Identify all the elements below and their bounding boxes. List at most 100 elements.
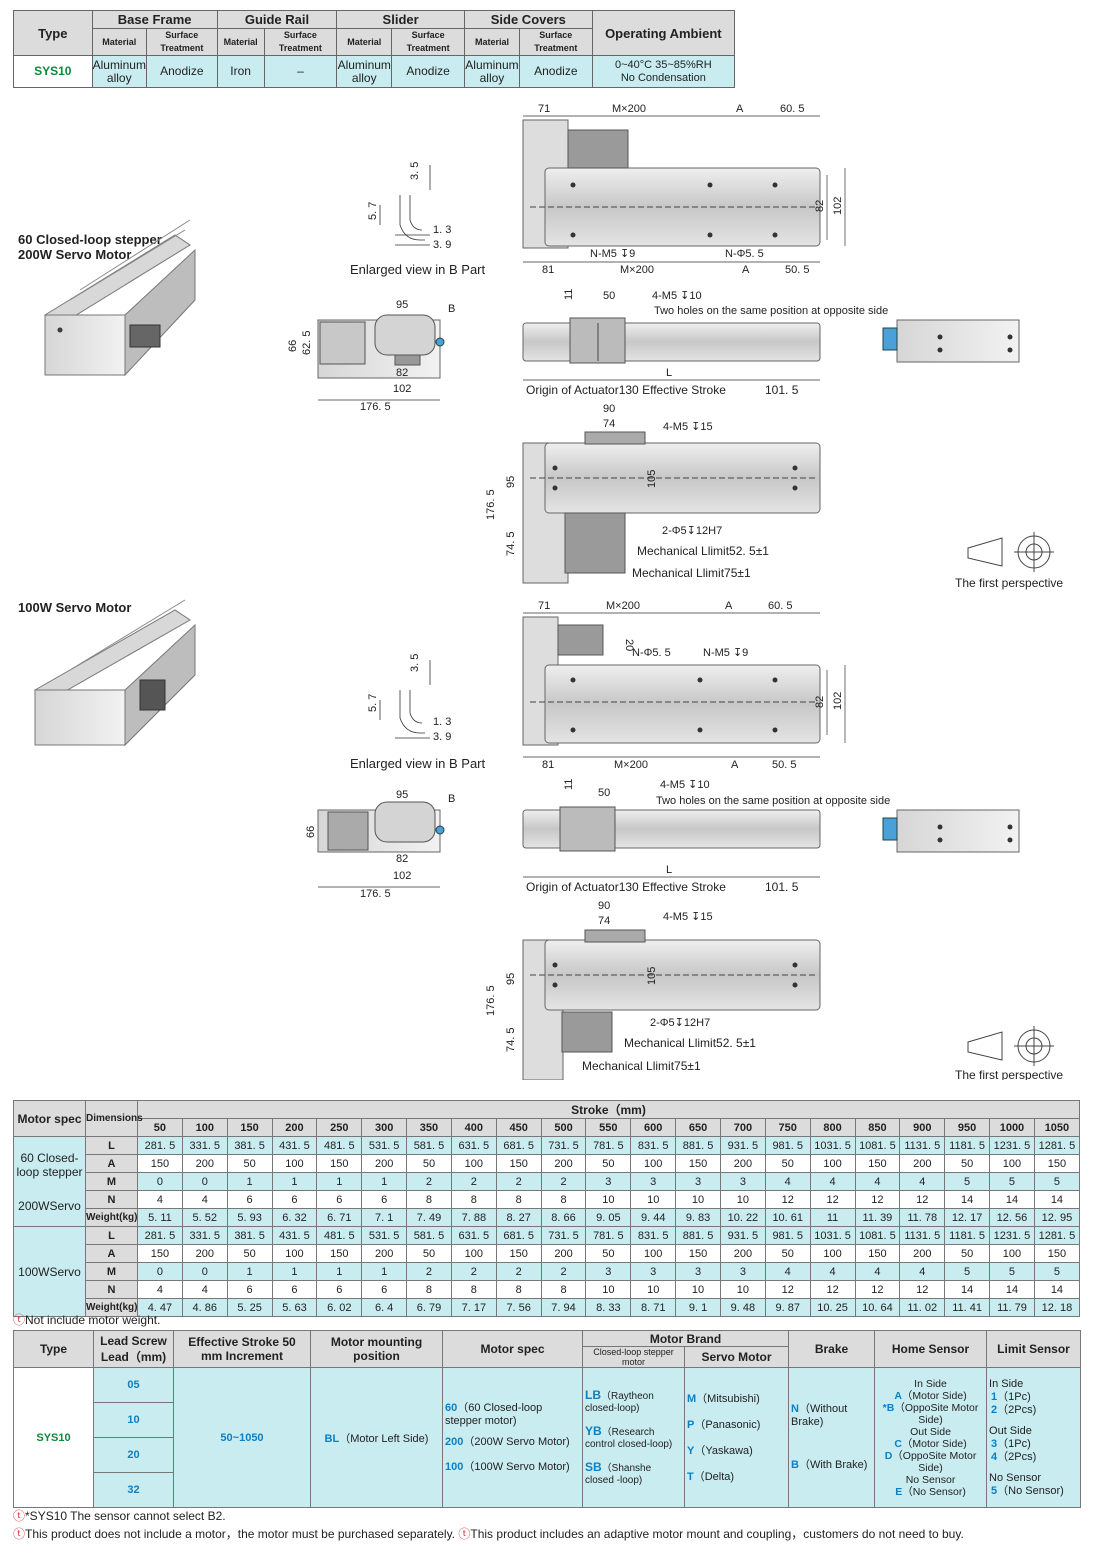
table-cell: 0 xyxy=(181,1262,228,1281)
bottom-view-2 xyxy=(522,929,821,1080)
stroke-col-header: 850 xyxy=(854,1118,901,1137)
limit-no-sensor: No Sensor xyxy=(989,1471,1041,1484)
limit-2-desc: （2Pcs) xyxy=(997,1403,1037,1416)
dim-60-5: 60. 5 xyxy=(780,103,804,115)
row-label: L xyxy=(85,1136,138,1155)
table-cell: 14 xyxy=(989,1280,1035,1299)
brake-n-code: N xyxy=(791,1403,799,1415)
table-cell: 6 xyxy=(271,1280,318,1299)
note-icon: ⓣ xyxy=(13,1313,26,1327)
table-cell: 100 xyxy=(630,1154,677,1173)
table-cell: 2 xyxy=(495,1262,542,1281)
row-label: N xyxy=(85,1280,138,1299)
brake-b-code: B xyxy=(791,1459,799,1471)
table-cell: 50 xyxy=(944,1154,991,1173)
rail-material: Iron xyxy=(216,55,265,88)
table-cell: 1181. 5 xyxy=(944,1226,991,1245)
dim-1-3: 1. 3 xyxy=(433,224,451,236)
table-cell: 12 xyxy=(809,1280,856,1299)
dim-74: 74 xyxy=(603,418,615,430)
table-cell: 11. 78 xyxy=(899,1208,946,1227)
table-cell: 8. 27 xyxy=(495,1208,542,1227)
table-cell: 150 xyxy=(495,1154,542,1173)
m5-15-label-b: 4-M5 ↧15 xyxy=(663,911,713,923)
order-table: Type Lead Screw Lead（mm) Effective Strok… xyxy=(13,1330,1082,1508)
dim-11: 11 xyxy=(563,289,575,300)
table-cell: 381. 5 xyxy=(226,1136,273,1155)
table-cell: 100 xyxy=(450,1244,497,1263)
table-cell: 6 xyxy=(361,1190,408,1209)
spec200-desc: （200W Servo Motor) xyxy=(463,1435,570,1448)
dim-3-9: 3. 9 xyxy=(433,239,451,251)
dim-176-5-vert: 176. 5 xyxy=(485,489,497,520)
limit-5-desc: （No Sensor) xyxy=(997,1484,1064,1497)
table-cell: 1081. 5 xyxy=(854,1226,901,1245)
table-cell: 6. 71 xyxy=(316,1208,363,1227)
sub-surface: Surface Treatment xyxy=(263,28,338,56)
table-cell: 10 xyxy=(719,1190,766,1209)
first-perspective-symbol-2 xyxy=(967,1026,1054,1066)
dim-71-b: 71 xyxy=(538,600,550,612)
table-cell: 781. 5 xyxy=(585,1226,632,1245)
order-spec-header: Motor spec xyxy=(442,1330,583,1368)
m5-15-label: 4-M5 ↧15 xyxy=(663,421,713,433)
table-cell: 8 xyxy=(406,1280,452,1299)
table-cell: 481. 5 xyxy=(316,1226,363,1245)
table-cell: 4 xyxy=(764,1172,811,1191)
table-cell: 11. 79 xyxy=(989,1298,1035,1317)
table-cell: 4 xyxy=(854,1262,901,1281)
stroke-col-header: 300 xyxy=(361,1118,408,1137)
order-type-value: SYS10 xyxy=(13,1367,94,1508)
table-cell: 1 xyxy=(271,1262,318,1281)
dim-60-5-b: 60. 5 xyxy=(768,600,792,612)
p-desc: （Panasonic) xyxy=(694,1418,761,1431)
limit-1-code: 1 xyxy=(991,1390,998,1403)
table-cell: 2 xyxy=(540,1262,587,1281)
home-c-code: C xyxy=(894,1437,902,1450)
table-cell: 150 xyxy=(675,1244,721,1263)
table-cell: 4 xyxy=(137,1190,183,1209)
table-cell: 4. 47 xyxy=(137,1298,183,1317)
stroke-col-header: 150 xyxy=(226,1118,273,1137)
t-desc: （Delta) xyxy=(693,1470,735,1483)
limit-3-desc: （1Pc) xyxy=(997,1437,1031,1450)
table-cell: 9. 48 xyxy=(719,1298,766,1317)
dim-50-5: 50. 5 xyxy=(785,264,809,276)
group-side-covers: Side Covers xyxy=(463,10,593,29)
spec60-desc: （60 Closed-loop stepper motor) xyxy=(445,1401,543,1427)
table-cell: 5 xyxy=(989,1172,1035,1191)
sub-material: Material xyxy=(91,28,147,56)
dim-90-b: 90 xyxy=(598,900,610,912)
mount-option: BL（Motor Left Side) xyxy=(310,1367,443,1508)
table-cell: 50 xyxy=(764,1244,811,1263)
base-material: Aluminum alloy xyxy=(91,55,147,88)
bottom-view-1 xyxy=(522,431,821,584)
table-cell: 12 xyxy=(854,1190,901,1209)
table-cell: 1 xyxy=(316,1172,363,1191)
table-cell: 200 xyxy=(540,1244,587,1263)
spec-table: Type Base Frame Guide Rail Slider Side C… xyxy=(13,10,736,88)
table-cell: 10 xyxy=(630,1190,677,1209)
dim-1-3-b: 1. 3 xyxy=(433,716,451,728)
stepper-brand-options: LB（Raytheon closed-loop) YB（Research con… xyxy=(582,1367,685,1508)
table-cell: 8. 66 xyxy=(540,1208,587,1227)
dim-footnote-text: Not include motor weight. xyxy=(25,1313,161,1327)
lb-code: LB xyxy=(585,1387,601,1402)
stroke-col-header: 1000 xyxy=(989,1118,1035,1137)
table-cell: 3 xyxy=(630,1172,677,1191)
dim-176-5: 176. 5 xyxy=(360,401,391,413)
dim-a: A xyxy=(736,103,744,115)
sub-material: Material xyxy=(463,28,520,56)
home-a-code: A xyxy=(894,1389,902,1402)
dim-82: 82 xyxy=(814,200,826,212)
servo-subheader: Servo Motor xyxy=(683,1346,790,1368)
table-cell: 50 xyxy=(226,1244,273,1263)
sub-surface: Surface Treatment xyxy=(391,28,465,56)
dim-101-5-b: 101. 5 xyxy=(765,880,799,894)
